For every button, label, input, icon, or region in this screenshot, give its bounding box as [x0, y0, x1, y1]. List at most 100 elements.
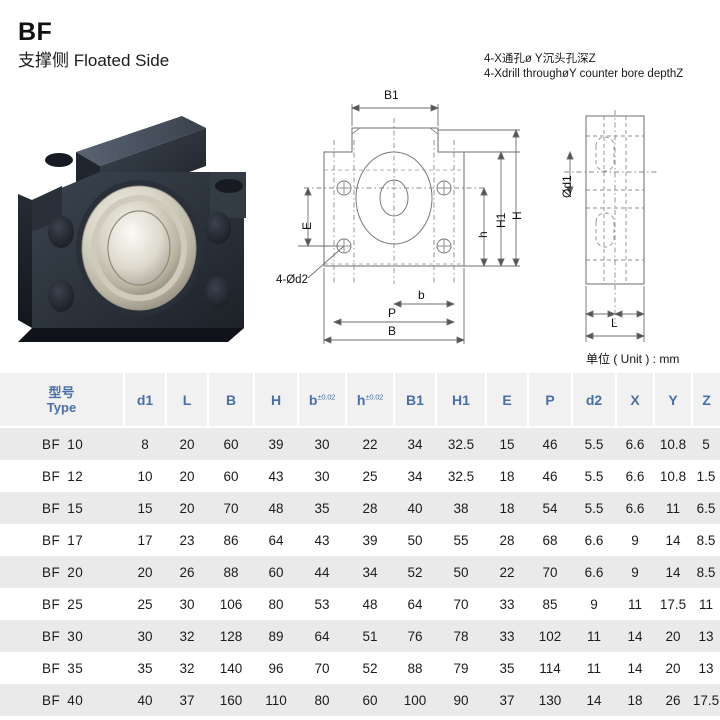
- cell-d2: 5.5: [572, 492, 616, 524]
- cell-h: 43: [254, 460, 298, 492]
- cell-b: 160: [208, 684, 254, 716]
- page-title: BF: [18, 18, 53, 46]
- cell-d2: 14: [572, 684, 616, 716]
- cell-e: 33: [486, 588, 528, 620]
- cell-l: 37: [166, 684, 208, 716]
- cell-l: 30: [166, 588, 208, 620]
- cell-b-tol: 70: [298, 652, 346, 684]
- cell-h: 48: [254, 492, 298, 524]
- cell-h-tol: 28: [346, 492, 394, 524]
- cell-l: 32: [166, 620, 208, 652]
- cell-h-tol: 51: [346, 620, 394, 652]
- front-view-drawing: B1 E h H1 H b P B 4-Ød2: [276, 88, 528, 360]
- cell-z: 17.5: [692, 684, 720, 716]
- cell-h: 64: [254, 524, 298, 556]
- cell-z: 8.5: [692, 556, 720, 588]
- col-header-type-cn: 型号: [48, 384, 75, 400]
- cell-p: 130: [528, 684, 572, 716]
- cell-e: 15: [486, 427, 528, 460]
- cell-e: 35: [486, 652, 528, 684]
- model-prefix: BF: [42, 436, 61, 452]
- cell-b: 140: [208, 652, 254, 684]
- model-prefix: BF: [42, 564, 61, 580]
- cell-b-tol: 43: [298, 524, 346, 556]
- cell-p: 54: [528, 492, 572, 524]
- col-header-h-tol-sup: ±0.02: [365, 391, 384, 401]
- cell-b-tol: 30: [298, 427, 346, 460]
- cell-p: 46: [528, 427, 572, 460]
- col-header-l: L: [166, 373, 209, 428]
- cell-x: 14: [616, 652, 654, 684]
- cell-x: 18: [616, 684, 654, 716]
- cell-p: 46: [528, 460, 572, 492]
- cell-y: 10.8: [654, 427, 692, 460]
- model-size: 17: [67, 532, 84, 548]
- model-size: 25: [67, 596, 84, 612]
- cell-b1: 52: [394, 556, 436, 588]
- cell-p: 102: [528, 620, 572, 652]
- cell-d1: 25: [124, 588, 166, 620]
- cell-h: 39: [254, 427, 298, 460]
- drawing-note-line-en: 4-Xdrill throughøY counter bore depthZ: [484, 68, 684, 80]
- cell-b: 70: [208, 492, 254, 524]
- model-prefix: BF: [42, 628, 61, 644]
- cell-d2: 11: [572, 652, 616, 684]
- col-header-p: P: [528, 373, 573, 428]
- cell-e: 37: [486, 684, 528, 716]
- model-prefix: BF: [42, 532, 61, 548]
- unit-note: 单位 ( Unit ) : mm: [586, 352, 680, 366]
- col-header-type-en: Type: [46, 399, 77, 415]
- dim-label-h1: H1: [494, 212, 508, 228]
- model-size: 10: [67, 436, 84, 452]
- cell-h-tol: 34: [346, 556, 394, 588]
- model-prefix: BF: [42, 468, 61, 484]
- drawing-notes: 4-X通孔ø Y沉头孔深Z 4-Xdrill throughøY counter…: [484, 52, 683, 82]
- cell-b-tol: 44: [298, 556, 346, 588]
- cell-d1: 35: [124, 652, 166, 684]
- cell-h: 60: [254, 556, 298, 588]
- col-header-h: H: [254, 373, 299, 428]
- cell-p: 70: [528, 556, 572, 588]
- cell-h-tol: 22: [346, 427, 394, 460]
- cell-d2: 6.6: [572, 524, 616, 556]
- cell-h1: 38: [436, 492, 486, 524]
- cell-d1: 20: [124, 556, 166, 588]
- page-subtitle: 支撑侧 Floated Side: [18, 51, 170, 70]
- cell-h-tol: 25: [346, 460, 394, 492]
- cell-h: 89: [254, 620, 298, 652]
- dim-label-h-small: h: [476, 231, 490, 238]
- cell-d1: 10: [124, 460, 166, 492]
- table-header-row: 型号 Type d1 L B H b±0.02 h±0.02 B1 H1 E P…: [0, 373, 720, 428]
- col-header-b: B: [208, 373, 255, 428]
- dim-label-h-big: H: [510, 211, 524, 220]
- cell-p: 114: [528, 652, 572, 684]
- cell-e: 22: [486, 556, 528, 588]
- cell-b: 60: [208, 460, 254, 492]
- cell-h1: 90: [436, 684, 486, 716]
- cell-z: 13: [692, 652, 720, 684]
- cell-h: 96: [254, 652, 298, 684]
- cell-b1: 50: [394, 524, 436, 556]
- model-prefix: BF: [42, 692, 61, 708]
- cell-y: 17.5: [654, 588, 692, 620]
- specification-table: 型号 Type d1 L B H b±0.02 h±0.02 B1 H1 E P…: [0, 373, 720, 716]
- cell-h1: 79: [436, 652, 486, 684]
- cell-d2: 6.6: [572, 556, 616, 588]
- model-prefix: BF: [42, 660, 61, 676]
- cell-h1: 50: [436, 556, 486, 588]
- support-unit-illustration: [18, 116, 246, 342]
- cell-z: 5: [692, 427, 720, 460]
- cell-b1: 34: [394, 460, 436, 492]
- product-photo: [14, 100, 284, 355]
- cell-y: 14: [654, 556, 692, 588]
- cell-l: 32: [166, 652, 208, 684]
- cell-d2: 5.5: [572, 460, 616, 492]
- cell-d1: 30: [124, 620, 166, 652]
